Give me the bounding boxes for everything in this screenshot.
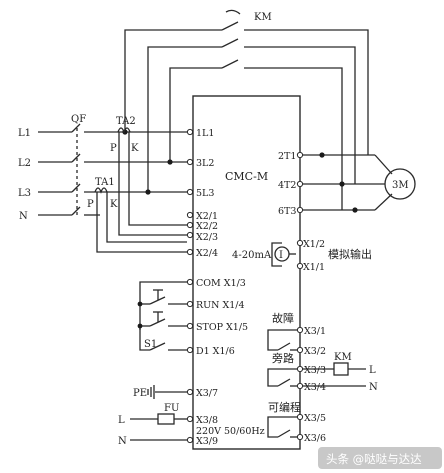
bypass-contactor-wiring — [124, 9, 369, 210]
relay-fault-label: 故障 — [272, 311, 294, 325]
bypass-l-label: L — [369, 365, 376, 376]
ta1-label: TA1 — [95, 177, 115, 188]
terminal-x33: X3/3 — [304, 365, 326, 376]
ta2-label: TA2 — [116, 116, 136, 127]
line-l1-label: L1 — [18, 128, 31, 139]
controller-model: CMC-M — [225, 170, 268, 183]
terminal-3l2: 3L2 — [196, 158, 214, 169]
terminal-x24: X2/4 — [196, 248, 218, 259]
motor-label: 3M — [392, 180, 409, 191]
terminal-4t2: 4T2 — [278, 180, 296, 191]
terminal-x37: X3/7 — [196, 388, 218, 399]
relay-outputs — [267, 329, 366, 438]
ta2-k-label: K — [131, 143, 139, 154]
terminal-6t3: 6T3 — [278, 206, 296, 217]
terminal-x23: X2/3 — [196, 232, 218, 243]
analog-output-label: 模拟输出 — [328, 247, 372, 261]
supply-n-label: N — [118, 436, 127, 447]
current-transformer-ta1 — [94, 187, 187, 253]
current-transformer-ta2 — [117, 127, 187, 236]
terminal-d1: D1 X1/6 — [196, 346, 235, 357]
watermark-background — [318, 447, 442, 469]
fuse-fu-label: FU — [164, 403, 179, 414]
switch-s1-label: S1 — [144, 339, 157, 350]
terminal-2t1: 2T1 — [278, 151, 296, 162]
terminal-stop: STOP X1/5 — [196, 322, 248, 333]
terminal-x21: X2/1 — [196, 211, 218, 222]
supply-l-label: L — [118, 415, 125, 426]
line-l2-label: L2 — [18, 158, 31, 169]
breaker-qf-label: QF — [71, 114, 86, 125]
terminal-x36: X3/6 — [304, 433, 326, 444]
terminal-x31: X3/1 — [304, 326, 326, 337]
pe-label: PE — [133, 388, 147, 399]
analog-output — [271, 242, 296, 267]
control-input-wiring — [139, 281, 187, 351]
terminal-x38: X3/8 — [196, 415, 218, 426]
terminal-x34: X3/4 — [304, 382, 326, 393]
analog-ammeter-label: I — [279, 250, 283, 261]
terminal-com: COM X1/3 — [196, 278, 246, 289]
line-l3-label: L3 — [18, 188, 31, 199]
motor-symbol — [384, 168, 416, 200]
ta1-k-label: K — [110, 199, 118, 210]
supply-rating: 220V 50/60Hz — [196, 426, 265, 437]
controller-box — [192, 95, 301, 450]
relay-programmable-label: 可编程 — [268, 400, 301, 414]
terminal-1l1: 1L1 — [196, 128, 214, 139]
ta1-p-label: P — [87, 199, 94, 210]
terminal-x39: X3/9 — [196, 436, 218, 447]
line-n-label: N — [19, 211, 28, 222]
bypass-km-coil-label: KM — [334, 352, 352, 363]
contactor-km-label: KM — [254, 12, 272, 23]
terminal-x32: X3/2 — [304, 346, 326, 357]
analog-range-label: 4-20mA — [232, 250, 272, 261]
bypass-n-label: N — [369, 382, 378, 393]
terminal-x22: X2/2 — [196, 221, 218, 232]
relay-bypass-label: 旁路 — [272, 351, 294, 365]
terminal-5l3: 5L3 — [196, 188, 214, 199]
terminal-x11: X1/1 — [303, 262, 325, 273]
ta2-p-label: P — [110, 143, 117, 154]
power-supply-wiring — [130, 385, 187, 441]
left-terminal-marks — [186, 128, 194, 256]
watermark-text: 头条 @哒哒与达达 — [326, 452, 422, 466]
terminal-x12: X1/2 — [303, 239, 325, 250]
terminal-x35: X3/5 — [304, 413, 326, 424]
terminal-run: RUN X1/4 — [196, 300, 245, 311]
